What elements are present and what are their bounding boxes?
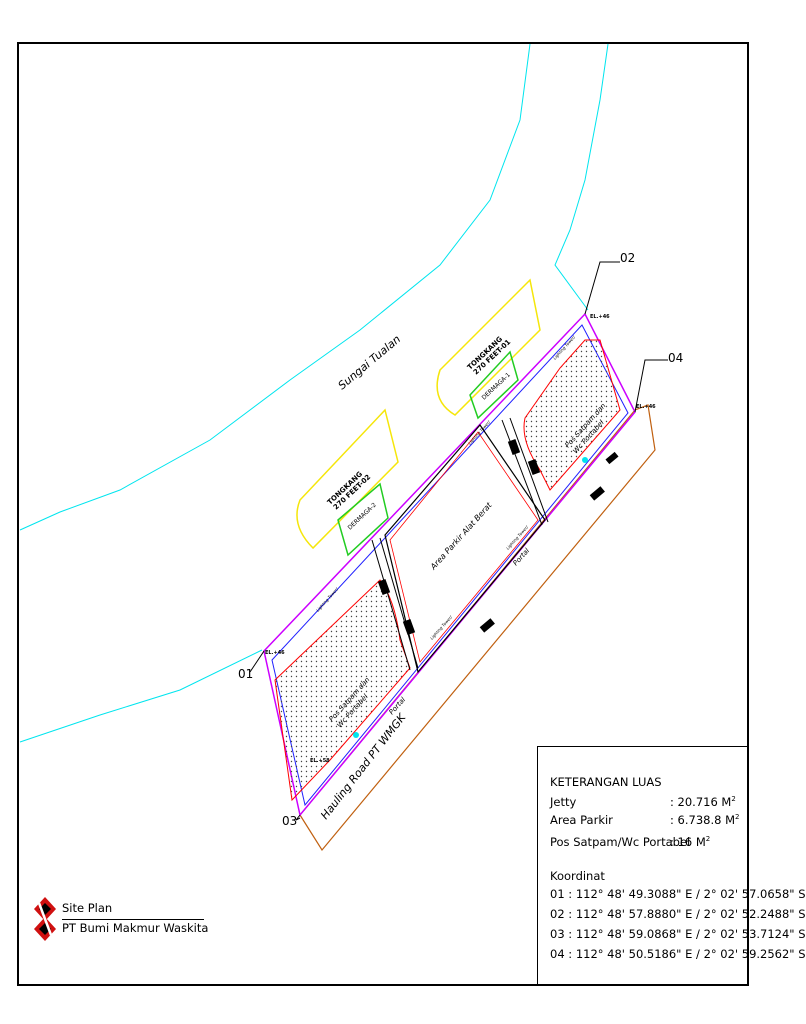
river-bank-upper — [19, 43, 531, 531]
point-03: 03 — [282, 814, 297, 828]
vehicles — [377, 439, 619, 635]
elev-04: EL.+46 — [636, 404, 656, 410]
legend-coord-02: 02 : 112° 48' 57.8880" E / 2° 02' 52.248… — [550, 907, 806, 921]
title-site-plan: Site Plan — [62, 901, 113, 915]
legend-box: KETERANGAN LUAS Jetty : 20.716 M2 Area P… — [537, 746, 806, 986]
river-bank-lower — [19, 649, 263, 743]
legend-area-value: : 16 M — [670, 835, 706, 849]
legend-area-value: : 6.738.8 M — [670, 813, 736, 827]
point-04: 04 — [668, 351, 683, 365]
legend-coord-title: Koordinat — [550, 869, 605, 883]
legend-coord-04: 04 : 112° 48' 50.5186" E / 2° 02' 59.256… — [550, 947, 806, 961]
legend-area-name: Area Parkir — [550, 813, 613, 827]
river-label: Sungai Tualan — [336, 333, 404, 393]
legend-title: KETERANGAN LUAS — [550, 775, 662, 789]
dermaga-2-label: DERMAGA-2 — [347, 501, 378, 531]
legend-area-unit: 2 — [731, 795, 736, 803]
legend-row-jetty: Jetty : 20.716 M2 — [550, 795, 736, 809]
legend-coord-01: 01 : 112° 48' 49.3088" E / 2° 02' 57.065… — [550, 887, 806, 901]
title-block: Site Plan PT Bumi Makmur Waskita — [32, 895, 208, 947]
company-logo — [32, 895, 58, 943]
point-01: 01 — [238, 667, 253, 681]
point-02: 02 — [620, 251, 635, 265]
legend-area-value: : 20.716 M — [670, 795, 732, 809]
dermaga-1 — [469, 350, 519, 420]
elev-03: EL.+58 — [310, 758, 330, 764]
dermaga-1-label: DERMAGA-1 — [481, 371, 512, 401]
legend-area-unit: 2 — [705, 835, 711, 843]
river-bank-right — [554, 43, 609, 311]
hauling-road — [299, 404, 656, 852]
lighting-label-2: Lighting Tower/ — [467, 419, 492, 446]
elev-02: EL.+46 — [590, 314, 610, 320]
barge-01 — [436, 278, 541, 416]
pos-satpam-zone — [274, 579, 411, 802]
lighting-label-1: Lighting Tower/ — [315, 586, 340, 613]
parking-area — [384, 424, 546, 674]
barge-02 — [296, 408, 399, 550]
legend-row-parkir: Area Parkir : 6.738.8 M2 — [550, 813, 739, 827]
title-company: PT Bumi Makmur Waskita — [62, 919, 209, 935]
elev-01: EL.+46 — [265, 650, 285, 656]
dermaga-2 — [337, 482, 389, 557]
legend-area-name: Pos Satpam/Wc Portabel — [550, 835, 691, 849]
legend-row-pos: Pos Satpam/Wc Portabel : 16 M2 — [550, 835, 710, 849]
drawing-frame — [17, 42, 749, 986]
site-plan-drawing: Sungai Tualan TONGKANG 270 FEET-01 TONGK… — [19, 43, 683, 852]
legend-area-unit: 2 — [735, 813, 740, 821]
legend-coord-03: 03 : 112° 48' 59.0868" E / 2° 02' 53.712… — [550, 927, 806, 941]
parking-label: Area Parkir Alat Berat — [428, 500, 494, 572]
legend-area-name: Jetty — [550, 795, 577, 809]
